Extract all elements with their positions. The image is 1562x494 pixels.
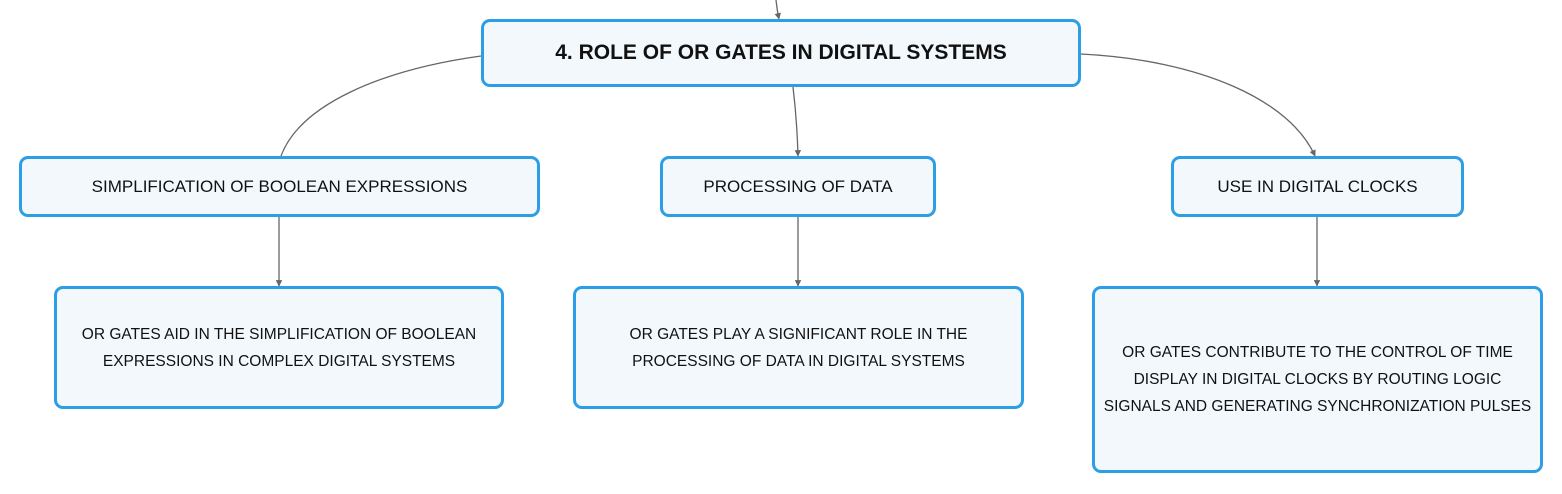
root-topic-label: 4. ROLE OF OR GATES IN DIGITAL SYSTEMS xyxy=(555,41,1007,64)
root-topic-node[interactable]: 4. ROLE OF OR GATES IN DIGITAL SYSTEMS xyxy=(481,19,1081,87)
detail-node-processing[interactable]: OR GATES PLAY A SIGNIFICANT ROLE IN THE … xyxy=(573,286,1024,409)
detail-node-simplification[interactable]: OR GATES AID IN THE SIMPLIFICATION OF BO… xyxy=(54,286,504,409)
connector-root-to-branch-3 xyxy=(1080,53,1316,157)
connector-root-to-branch-2 xyxy=(792,86,802,157)
detail-text: OR GATES AID IN THE SIMPLIFICATION OF BO… xyxy=(81,325,477,370)
detail-text: OR GATES PLAY A SIGNIFICANT ROLE IN THE … xyxy=(629,325,968,370)
connector-root-to-branch-1 xyxy=(280,55,482,157)
connector-parent-to-root xyxy=(774,0,781,20)
branch-node-simplification[interactable]: SIMPLIFICATION OF BOOLEAN EXPRESSIONS xyxy=(19,156,540,217)
detail-text: OR GATES CONTRIBUTE TO THE CONTROL OF TI… xyxy=(1103,344,1532,415)
branch-label: PROCESSING OF DATA xyxy=(703,176,893,196)
branch-label: SIMPLIFICATION OF BOOLEAN EXPRESSIONS xyxy=(91,176,468,196)
branch-label: USE IN DIGITAL CLOCKS xyxy=(1217,176,1418,196)
detail-node-digital-clocks[interactable]: OR GATES CONTRIBUTE TO THE CONTROL OF TI… xyxy=(1092,286,1543,473)
branch-node-digital-clocks[interactable]: USE IN DIGITAL CLOCKS xyxy=(1171,156,1464,217)
branch-node-processing[interactable]: PROCESSING OF DATA xyxy=(660,156,936,217)
